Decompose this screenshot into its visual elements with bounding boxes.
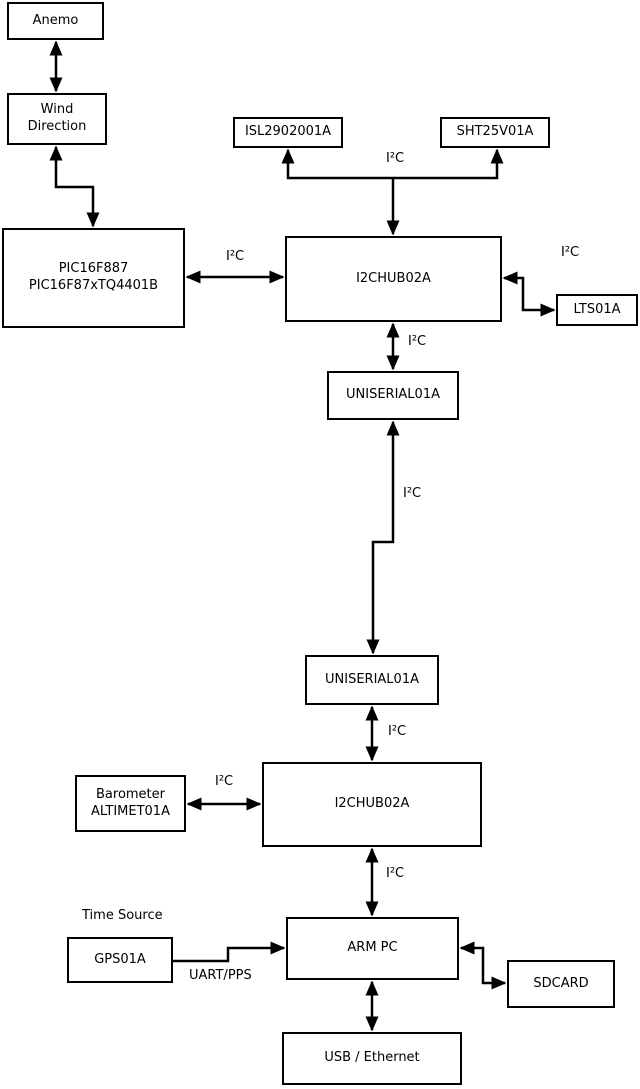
node-wind-direction-label: Wind Direction: [27, 102, 87, 134]
connector-uniserial1-uniserial2: [366, 420, 400, 655]
node-barometer-altimet01a-label: Barometer ALTIMET01A: [91, 786, 170, 819]
node-isl2902001a: ISL2902001A: [233, 117, 343, 148]
edge-label-i2c-sensors: I²C: [386, 151, 405, 166]
edge-label-i2c-pic-hub1: I²C: [226, 249, 245, 264]
connector-hub1-lts: [502, 271, 556, 317]
node-i2chub02a-lower: I2CHUB02A: [262, 762, 482, 847]
node-usb-ethernet-label: USB / Ethernet: [324, 1050, 420, 1066]
node-i2chub02a-upper-label: I2CHUB02A: [356, 270, 431, 286]
node-sht25v01a: SHT25V01A: [440, 117, 550, 148]
node-arm-pc: ARM PC: [286, 917, 459, 980]
edge-label-uart-pps: UART/PPS: [189, 968, 252, 983]
node-uniserial01a-lower-label: UNISERIAL01A: [325, 671, 419, 687]
node-anemo-label: Anemo: [32, 12, 79, 28]
edge-label-i2c-hub1-uniserial1: I²C: [408, 334, 427, 349]
node-i2chub02a-lower-label: I2CHUB02A: [334, 796, 410, 812]
connector-gps-armpc: [173, 941, 286, 963]
node-anemo: Anemo: [7, 2, 104, 40]
edge-label-i2c-serial-link: I²C: [403, 486, 422, 501]
node-sht25v01a-label: SHT25V01A: [456, 124, 534, 140]
node-uniserial01a-lower: UNISERIAL01A: [305, 655, 439, 705]
edge-label-i2c-uniserial2-hub2: I²C: [388, 724, 407, 739]
node-pic16f887: PIC16F887 PIC16F87xTQ4401B: [2, 228, 185, 328]
node-isl2902001a-label: ISL2902001A: [244, 124, 332, 140]
node-uniserial01a-upper-label: UNISERIAL01A: [346, 387, 440, 403]
node-sdcard-label: SDCARD: [533, 975, 589, 991]
node-arm-pc-label: ARM PC: [347, 940, 398, 956]
node-wind-direction: Wind Direction: [7, 93, 107, 145]
node-sdcard: SDCARD: [507, 960, 615, 1008]
connector-winddirection-pic: [49, 145, 100, 228]
edge-label-time-source: Time Source: [82, 908, 163, 923]
edge-label-i2c-hub1-lts: I²C: [561, 245, 580, 260]
node-usb-ethernet: USB / Ethernet: [282, 1032, 462, 1085]
node-lts01a: LTS01A: [556, 294, 638, 326]
node-i2chub02a-upper: I2CHUB02A: [285, 236, 502, 322]
edge-label-i2c-hub2-armpc: I²C: [386, 866, 405, 881]
node-lts01a-label: LTS01A: [573, 301, 621, 317]
node-uniserial01a-upper: UNISERIAL01A: [327, 371, 459, 420]
node-pic16f887-label: PIC16F887 PIC16F87xTQ4401B: [28, 261, 159, 293]
edge-label-i2c-barometer-hub2: I²C: [215, 774, 234, 789]
node-gps01a-label: GPS01A: [94, 951, 146, 967]
connector-armpc-sdcard: [459, 941, 507, 990]
node-gps01a: GPS01A: [67, 937, 173, 983]
node-barometer-altimet01a: Barometer ALTIMET01A: [75, 775, 186, 832]
